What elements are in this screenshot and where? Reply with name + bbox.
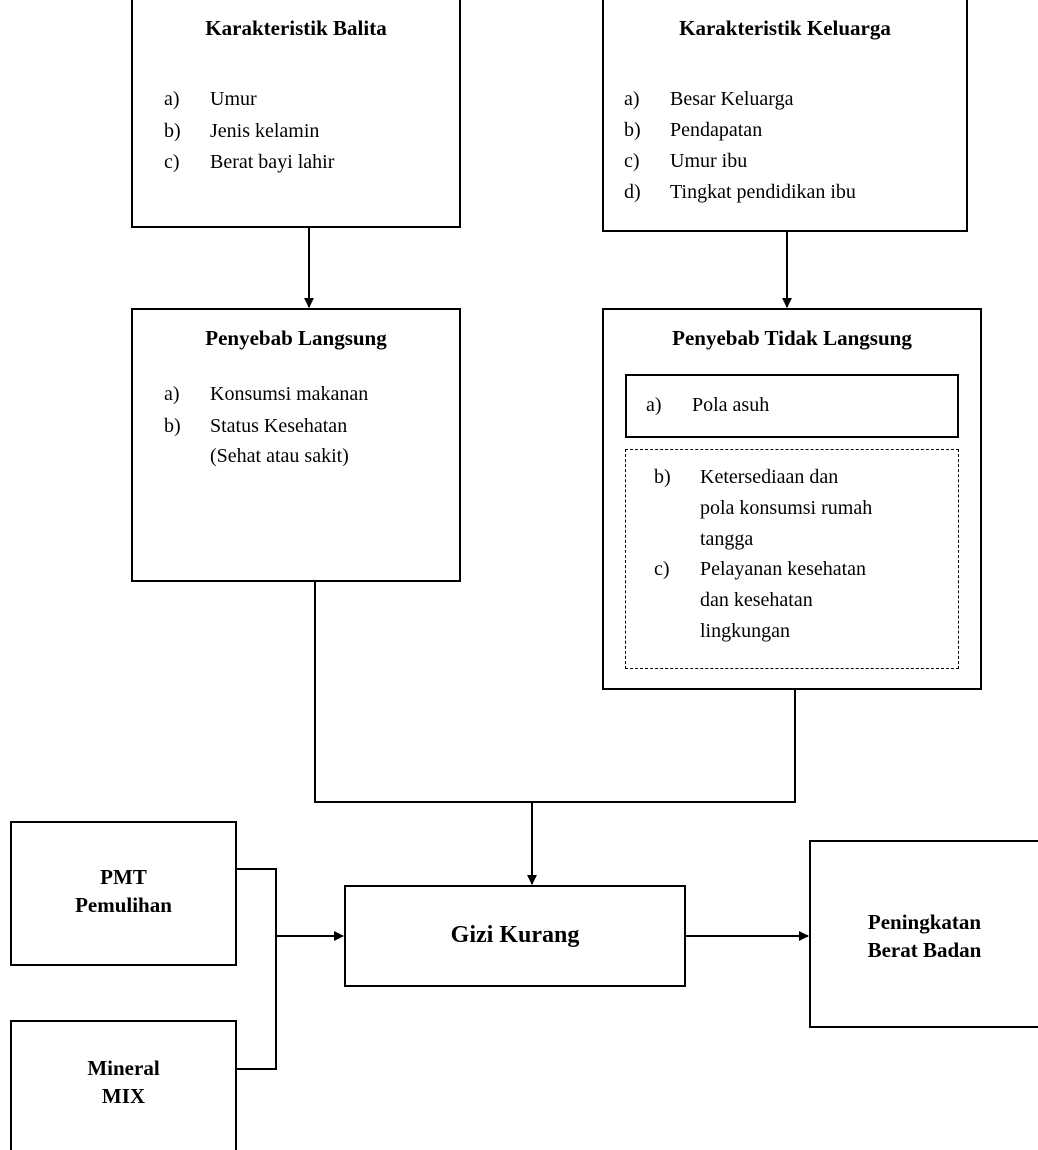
gizi-kurang-label: Gizi Kurang	[450, 922, 580, 948]
merge-line	[314, 582, 796, 803]
karakteristik-balita-title: Karakteristik Balita	[205, 16, 387, 40]
pmt-line1: PMT	[100, 865, 147, 889]
mineral-line1: Mineral	[87, 1056, 160, 1080]
mineral-mix-box: Mineral MIX	[10, 1020, 237, 1150]
peningkatan-line1: Peningkatan	[867, 910, 982, 934]
dashed-factors-box: b) Ketersediaan dan pola konsumsi rumah …	[625, 449, 959, 669]
pmt-mineral-bracket	[237, 868, 277, 1070]
gizi-kurang-box: Gizi Kurang	[344, 885, 686, 987]
pmt-line2: Pemulihan	[75, 893, 172, 917]
karakteristik-keluarga-title: Karakteristik Keluarga	[679, 16, 891, 40]
peningkatan-line2: Berat Badan	[867, 938, 982, 962]
penyebab-langsung-box: Penyebab Langsung a) Konsumsi makanan b)…	[131, 308, 461, 582]
penyebab-langsung-title: Penyebab Langsung	[205, 326, 387, 350]
mineral-line2: MIX	[101, 1084, 146, 1108]
penyebab-tidak-langsung-box: Penyebab Tidak Langsung a) Pola asuh b) …	[602, 308, 982, 690]
peningkatan-berat-badan-box: Peningkatan Berat Badan	[809, 840, 1038, 1028]
pola-asuh-box: a) Pola asuh	[625, 374, 959, 438]
penyebab-tidak-langsung-title: Penyebab Tidak Langsung	[672, 326, 912, 350]
karakteristik-keluarga-box: Karakteristik Keluarga a) Besar Keluarga…	[602, 0, 968, 232]
karakteristik-balita-box: Karakteristik Balita a) Umur b) Jenis ke…	[131, 0, 461, 228]
pmt-pemulihan-box: PMT Pemulihan	[10, 821, 237, 966]
